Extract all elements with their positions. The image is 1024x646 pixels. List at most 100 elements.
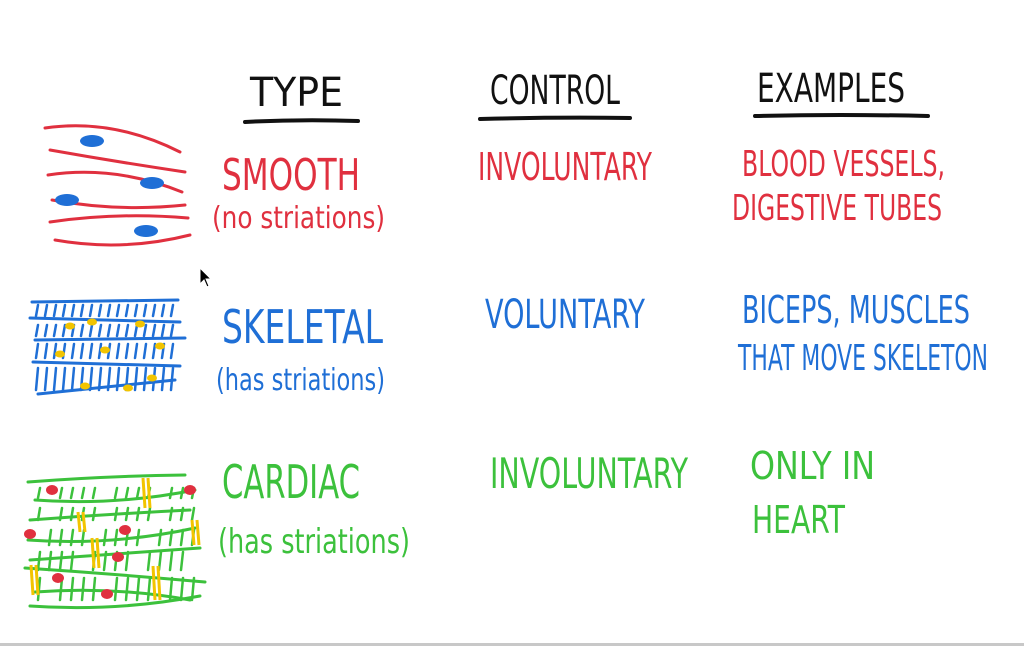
striation-mark xyxy=(142,303,148,318)
intercalated-disc xyxy=(81,511,87,533)
underline-type xyxy=(243,118,360,124)
nucleus-dot xyxy=(101,589,113,599)
striation-mark xyxy=(179,576,185,602)
striation-mark xyxy=(168,528,174,547)
striation-mark xyxy=(179,528,185,547)
nucleus-dot xyxy=(184,485,196,495)
control-skeletal: VOLUNTARY xyxy=(485,292,645,338)
striation-mark xyxy=(168,506,174,522)
intercalated-disc xyxy=(95,537,101,569)
fiber-line xyxy=(43,124,182,154)
nucleus-dot xyxy=(119,525,131,535)
striation-mark xyxy=(91,486,97,500)
nucleus-dot xyxy=(65,322,75,330)
intercalated-disc xyxy=(146,477,152,509)
striation-mark xyxy=(179,486,185,500)
header-examples: EXAMPLES xyxy=(757,66,905,112)
striation-mark xyxy=(135,576,141,602)
nucleus-dot xyxy=(80,135,104,147)
intercalated-disc xyxy=(156,565,162,601)
striation-mark xyxy=(133,342,139,360)
striation-mark xyxy=(34,366,40,392)
example-smooth-2: DIGESTIVE TUBES xyxy=(732,188,942,229)
striation-mark xyxy=(151,342,157,360)
fiber-line xyxy=(30,298,180,304)
striation-mark xyxy=(52,366,58,392)
striation-mark xyxy=(160,303,166,318)
intercalated-disc xyxy=(190,519,196,546)
striation-mark xyxy=(113,528,119,547)
striation-mark xyxy=(52,323,58,338)
striation-mark xyxy=(160,323,166,338)
intercalated-disc xyxy=(90,537,96,569)
control-smooth: INVOLUNTARY xyxy=(478,145,653,189)
striation-mark xyxy=(80,528,86,547)
striation-mark xyxy=(142,342,148,360)
striation-mark xyxy=(169,366,175,392)
striation-mark xyxy=(124,550,130,572)
striation-mark xyxy=(70,366,76,392)
striation-mark xyxy=(58,506,64,522)
striation-mark xyxy=(169,323,175,338)
striation-mark xyxy=(135,528,141,547)
striation-mark xyxy=(168,550,174,572)
header-control: CONTROL xyxy=(490,68,620,114)
striation-mark xyxy=(34,303,40,318)
underline-examples xyxy=(753,113,930,118)
striation-mark xyxy=(58,550,64,572)
cardiac-muscle-sketch xyxy=(23,473,207,610)
example-cardiac-1: ONLY IN xyxy=(750,444,875,488)
striation-mark xyxy=(61,323,67,338)
striation-mark xyxy=(151,303,157,318)
striation-mark xyxy=(146,506,152,522)
striation-mark xyxy=(146,576,152,602)
striation-mark xyxy=(69,506,75,522)
striation-mark xyxy=(34,342,40,360)
nucleus-dot xyxy=(134,225,158,237)
striation-mark xyxy=(58,528,64,547)
striation-mark xyxy=(157,528,163,547)
striation-mark xyxy=(79,303,85,318)
nucleus-dot xyxy=(140,177,164,189)
striation-mark xyxy=(133,366,139,392)
fiber-line xyxy=(33,336,187,342)
striation-mark xyxy=(169,342,175,360)
striation-mark xyxy=(43,366,49,392)
intercalated-disc xyxy=(29,564,35,596)
fiber-line xyxy=(28,316,182,324)
striation-mark xyxy=(106,303,112,318)
note-skeletal: (has striations) xyxy=(216,363,385,398)
striation-mark xyxy=(69,528,75,547)
striation-mark xyxy=(88,366,94,392)
nucleus-dot xyxy=(24,529,36,539)
header-type: TYPE xyxy=(249,70,343,116)
striation-mark xyxy=(52,342,58,360)
nucleus-dot xyxy=(55,194,79,206)
striation-mark xyxy=(169,303,175,318)
mouse-cursor-icon xyxy=(199,266,213,288)
nucleus-dot xyxy=(135,320,145,328)
striation-mark xyxy=(115,303,121,318)
striation-mark xyxy=(91,576,97,602)
fiber-line xyxy=(31,360,182,368)
striation-mark xyxy=(70,342,76,360)
striation-mark xyxy=(97,366,103,392)
nucleus-dot xyxy=(87,318,97,326)
striation-mark xyxy=(36,506,42,522)
striation-mark xyxy=(43,303,49,318)
striation-mark xyxy=(97,323,103,338)
fiber-line xyxy=(36,378,177,396)
striation-mark xyxy=(36,550,42,572)
skeletal-muscle-sketch xyxy=(28,298,187,396)
nucleus-dot xyxy=(55,350,65,358)
striation-mark xyxy=(190,506,196,522)
nucleus-dot xyxy=(46,485,58,495)
fiber-line xyxy=(48,148,187,174)
striation-mark xyxy=(79,342,85,360)
striation-mark xyxy=(115,366,121,392)
striation-mark xyxy=(97,303,103,318)
striation-mark xyxy=(43,323,49,338)
nucleus-dot xyxy=(147,374,157,382)
